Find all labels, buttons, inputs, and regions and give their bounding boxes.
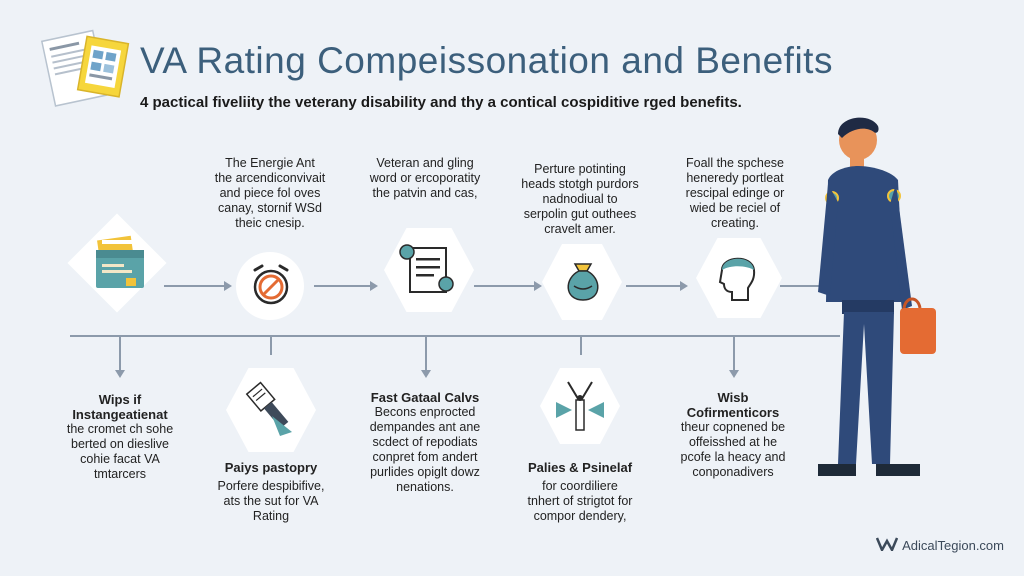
brand-name: AdicalTegion.com <box>902 538 1004 553</box>
arrow-4-tip <box>680 281 688 291</box>
bottom-caption-4: Palies & Psinelaf for coordiliere tnhert… <box>527 460 633 523</box>
arrow-2-tip <box>370 281 378 291</box>
pen-paper-icon <box>236 376 306 447</box>
page-title: VA Rating Compeissonation and Benefits <box>140 40 833 81</box>
arrow-5 <box>780 285 820 287</box>
no-alarm-icon <box>246 260 296 315</box>
folder-case-icon <box>92 232 154 299</box>
top-caption-2: Veteran and gling word or ercoporatity t… <box>369 156 481 200</box>
top-caption-4: Foall the spchese heneredy portleat resc… <box>685 156 785 230</box>
connector-5 <box>733 337 735 372</box>
connector-3 <box>425 337 427 372</box>
connector-1 <box>119 337 121 372</box>
arrow-1-tip <box>224 281 232 291</box>
bottom-caption-2: Paiys pastopry Porfere despibifive, ats … <box>217 460 325 523</box>
timeline-line <box>70 335 840 337</box>
bottom-caption-3: Fast Gataal Calvs Becons enprocted dempa… <box>369 390 481 494</box>
document-icon <box>40 22 135 112</box>
arrow-3-tip <box>534 281 542 291</box>
footer-brand: AdicalTegion.com <box>875 537 1004 554</box>
top-caption-3: Perture potinting heads stotgh purdors n… <box>521 162 639 236</box>
connector-2 <box>270 337 272 355</box>
arrow-4 <box>626 285 682 287</box>
veteran-figure-illustration <box>808 112 958 487</box>
bottom-caption-1: Wips if Instangeatienat the cromet ch so… <box>66 392 174 481</box>
bottom-caption-5: Wisb Cofirmenticors theur copnened be of… <box>680 390 786 479</box>
scales-icon <box>548 376 612 445</box>
brand-logo-icon <box>875 537 899 554</box>
connector-4 <box>580 337 582 355</box>
top-caption-1: The Energie Ant the arcendiconvivait and… <box>214 156 326 230</box>
arrow-1 <box>164 285 226 287</box>
connector-5-tip <box>729 370 739 378</box>
connector-3-tip <box>421 370 431 378</box>
arrow-2 <box>314 285 372 287</box>
page-subtitle: 4 pactical fiveliity the veterany disabi… <box>140 94 742 111</box>
arrow-3 <box>474 285 536 287</box>
document-coins-icon <box>394 238 464 307</box>
money-bag-icon <box>558 256 608 311</box>
connector-1-tip <box>115 370 125 378</box>
head-profile-icon <box>708 248 768 313</box>
